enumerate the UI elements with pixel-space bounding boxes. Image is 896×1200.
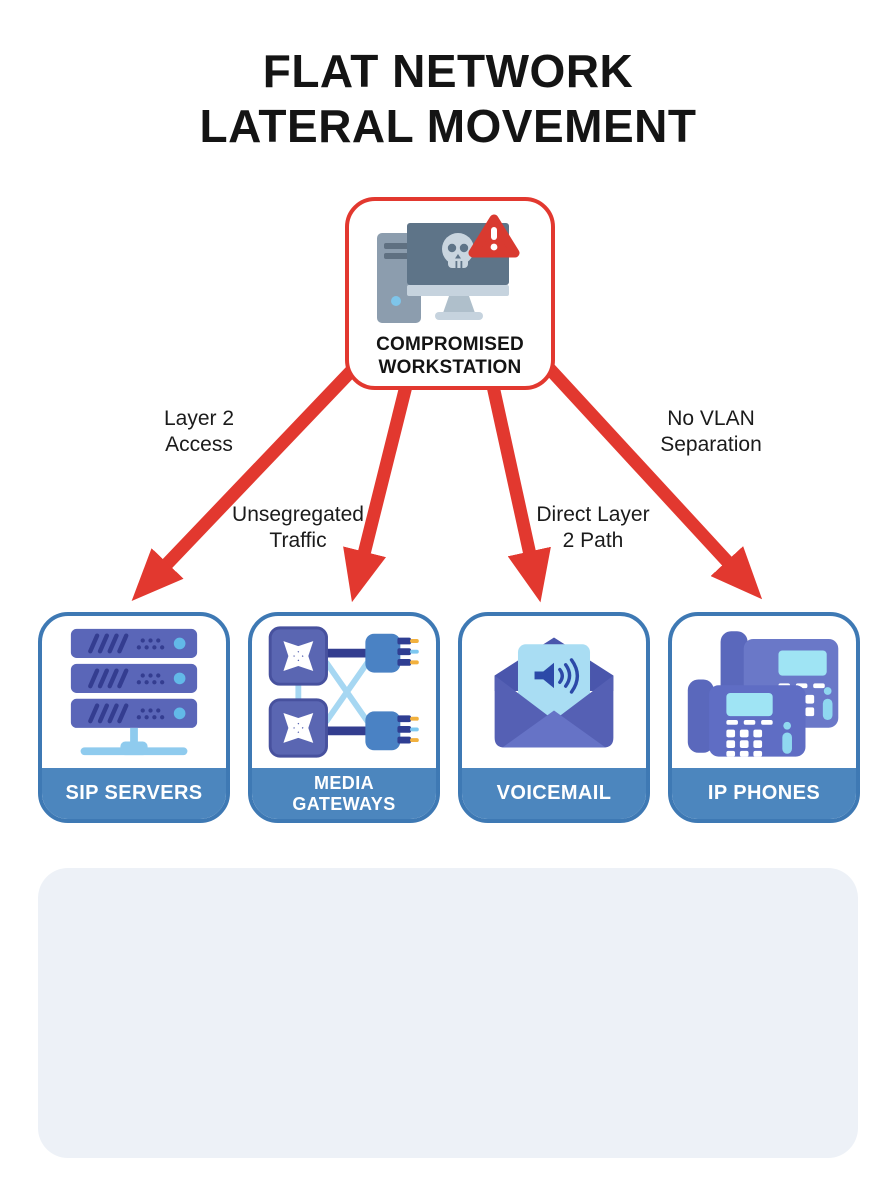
target-label-line: GATEWAYS bbox=[292, 793, 396, 814]
node-media-gateways: MEDIA GATEWAYS bbox=[248, 612, 440, 823]
target-label-line: MEDIA bbox=[314, 772, 374, 793]
arrow-to-voicemail bbox=[486, 384, 551, 603]
ip-phones-icon bbox=[687, 631, 839, 757]
edge-label-line: 2 Path bbox=[562, 529, 624, 552]
voicemail-label-bar: VOICEMAIL bbox=[462, 768, 646, 819]
edge-label-line: No VLAN bbox=[667, 407, 755, 430]
target-label-line: IP PHONES bbox=[707, 782, 821, 804]
media-gateways-icon-area bbox=[252, 616, 436, 768]
arrow-group bbox=[131, 361, 763, 603]
source-label-line-2: WORKSTATION bbox=[378, 357, 522, 378]
ip-phones-icon-area bbox=[672, 616, 856, 768]
sip-servers-label-bar: SIP SERVERS bbox=[42, 768, 226, 819]
edge-label-unsegregated-traffic: Unsegregated Traffic bbox=[188, 502, 408, 554]
arrow-to-ip-phones bbox=[542, 361, 763, 600]
node-sip-servers: SIP SERVERS bbox=[38, 612, 230, 823]
media-gateway-icon bbox=[268, 626, 419, 758]
page-title: FLAT NETWORK LATERAL MOVEMENT bbox=[0, 44, 896, 154]
sip-servers-icon-area bbox=[42, 616, 226, 768]
attack-arrows bbox=[131, 361, 763, 603]
voicemail-envelope-icon bbox=[494, 637, 614, 748]
target-label-line: SIP SERVERS bbox=[65, 782, 203, 804]
edge-label-layer2-access: Layer 2 Access bbox=[89, 406, 309, 458]
title-line-1: FLAT NETWORK bbox=[262, 45, 634, 97]
edge-label-line: Unsegregated bbox=[232, 503, 364, 526]
source-node-label: COMPROMISED WORKSTATION bbox=[376, 333, 524, 379]
ip-phones-label-bar: IP PHONES bbox=[672, 768, 856, 819]
arrow-to-media-gateways bbox=[343, 384, 413, 603]
edge-label-line: Access bbox=[165, 433, 233, 456]
edge-label-direct-layer2-path: Direct Layer 2 Path bbox=[483, 502, 703, 554]
target-label-line: VOICEMAIL bbox=[496, 782, 612, 804]
arrow-to-sip-servers bbox=[131, 361, 361, 602]
node-voicemail: VOICEMAIL bbox=[458, 612, 650, 823]
edge-label-line: Direct Layer bbox=[536, 503, 650, 526]
media-gateways-label-bar: MEDIA GATEWAYS bbox=[252, 768, 436, 819]
source-label-line-1: COMPROMISED bbox=[376, 334, 524, 355]
node-ip-phones: IP PHONES bbox=[668, 612, 860, 823]
node-compromised-workstation: COMPROMISED WORKSTATION bbox=[345, 197, 555, 390]
edge-label-line: Layer 2 bbox=[163, 407, 235, 430]
edge-label-line: Separation bbox=[660, 433, 762, 456]
server-rack-icon bbox=[70, 628, 198, 756]
title-line-2: LATERAL MOVEMENT bbox=[199, 100, 697, 152]
edge-label-no-vlan-separation: No VLAN Separation bbox=[601, 406, 821, 458]
bottom-placeholder-panel bbox=[38, 868, 858, 1158]
compromised-workstation-icon bbox=[377, 214, 520, 323]
voicemail-icon-area bbox=[462, 616, 646, 768]
edge-label-line: Traffic bbox=[269, 529, 327, 552]
